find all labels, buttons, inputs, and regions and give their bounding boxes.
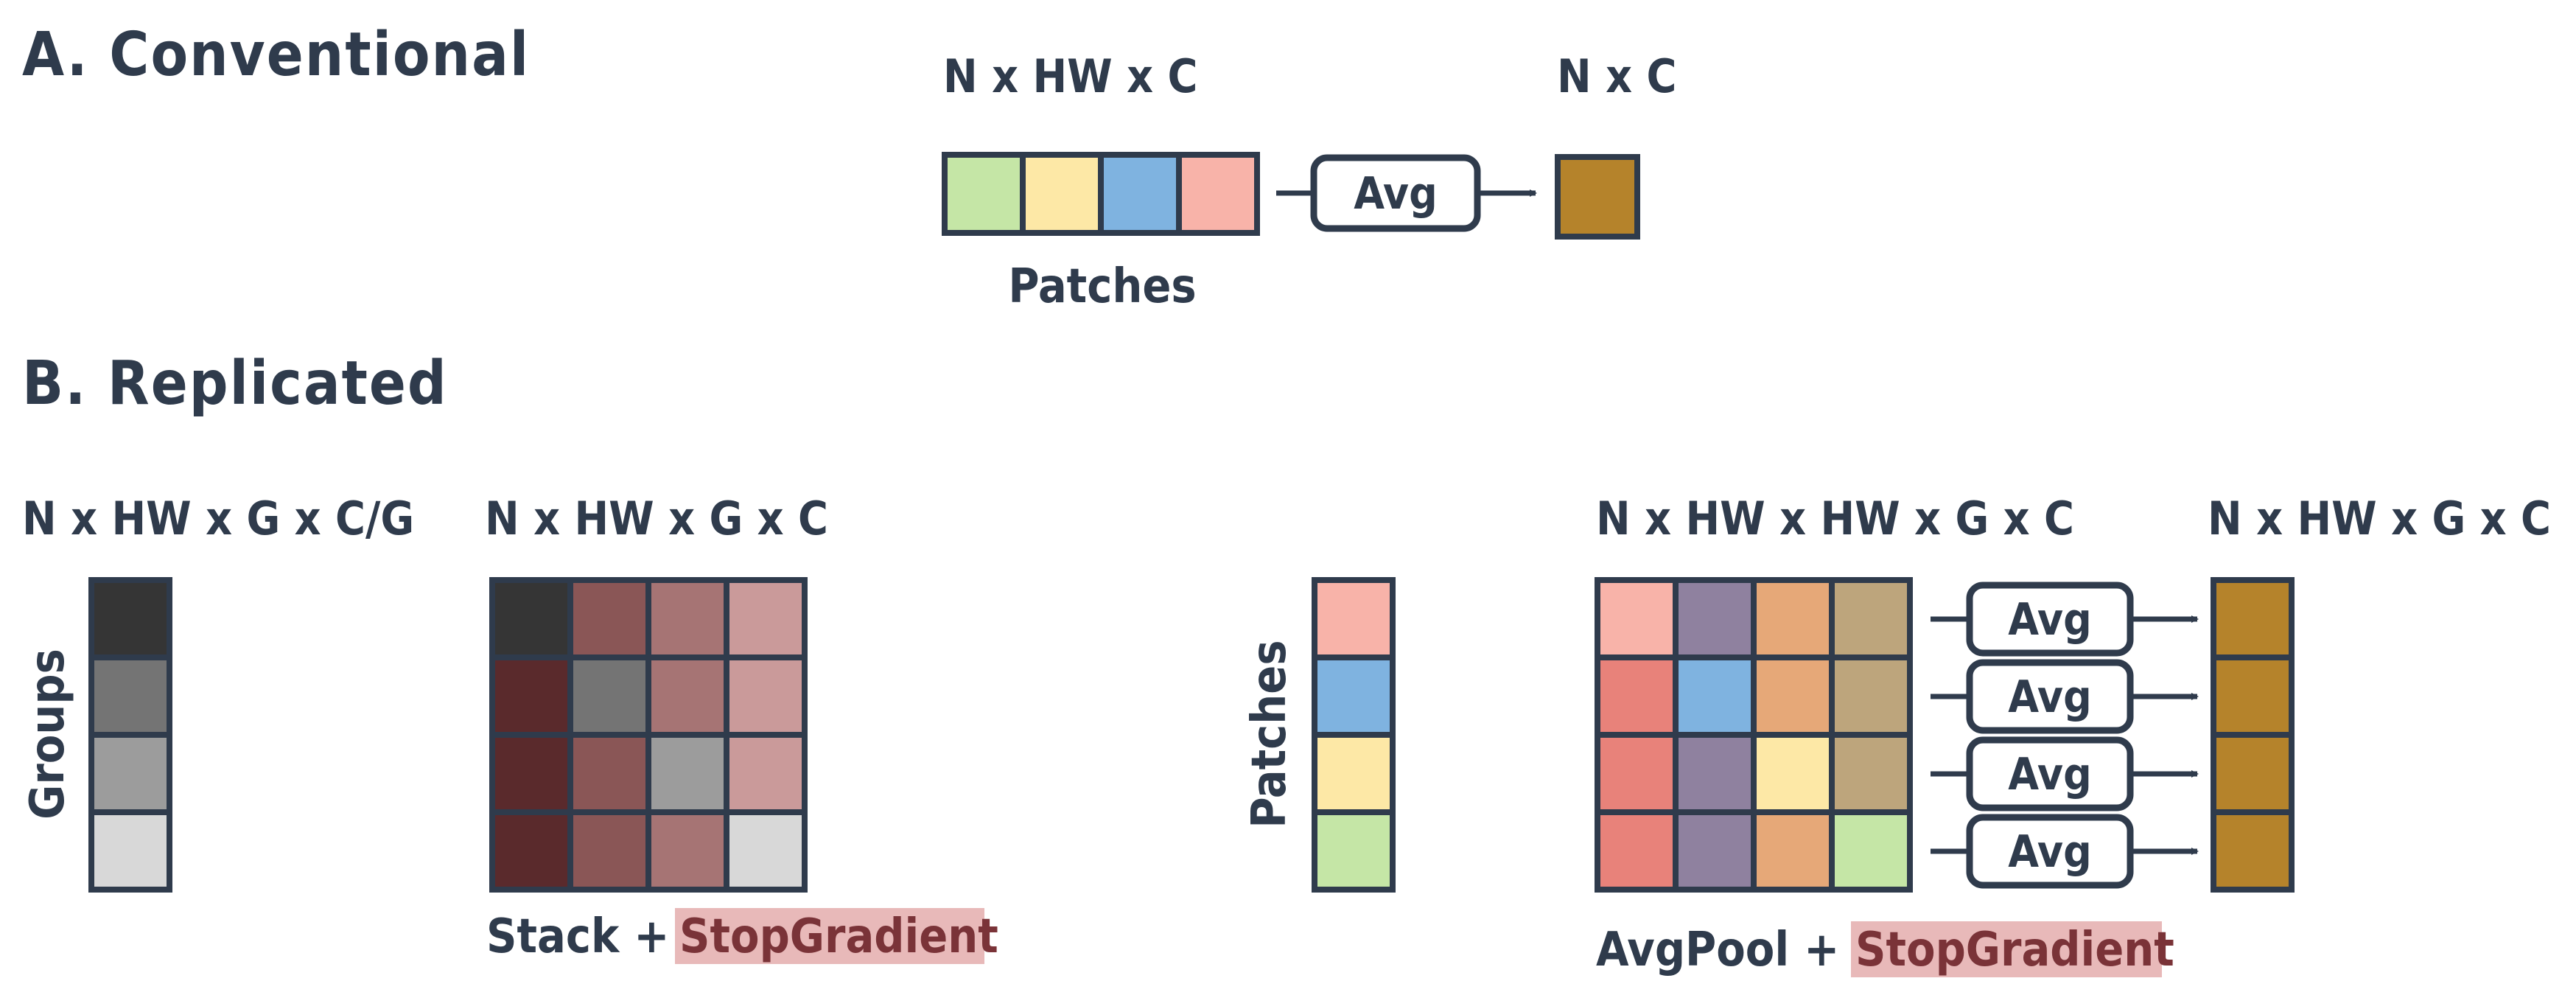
avgpool-cell [1751, 577, 1835, 660]
groups-cell [88, 809, 172, 893]
section-a-input-label: Patches [1008, 259, 1196, 314]
section-a-avg-label: Avg [1354, 168, 1437, 220]
avg-label: Avg [2008, 594, 2091, 646]
stack-cell [489, 732, 573, 815]
output-cell [2211, 809, 2295, 893]
avgpool-cell [1673, 809, 1757, 893]
avgpool-cell [1829, 809, 1913, 893]
avgpool-cell [1595, 732, 1679, 815]
stack-cell [724, 809, 808, 893]
avgpool-cell [1673, 732, 1757, 815]
stack-cell [567, 809, 651, 893]
patches-column [1312, 577, 1396, 893]
groups-axis-label: Groups [21, 649, 75, 820]
avgpool-cell [1829, 732, 1913, 815]
groups-cell [88, 732, 172, 815]
output-cell [2211, 654, 2295, 738]
output-column [2211, 577, 2295, 893]
avgpool-cell [1595, 577, 1679, 660]
groups-dims: N x HW x G x C/G [22, 492, 414, 545]
patches-cell [1312, 577, 1396, 660]
avgpool-caption-prefix: AvgPool + [1596, 923, 1839, 977]
section-a-patch-cell [1176, 152, 1260, 236]
section-a-patch-cell [942, 152, 1026, 236]
avgpool-cell [1673, 577, 1757, 660]
stack-cell [724, 577, 808, 660]
stack-dims: N x HW x G x C [485, 492, 828, 545]
stack-cell [489, 577, 573, 660]
avgpool-dims: N x HW x HW x G x C [1596, 492, 2074, 545]
section-b-title: B. Replicated [22, 349, 448, 419]
groups-cell [88, 577, 172, 660]
stack-cell [645, 577, 729, 660]
stack-cell [724, 654, 808, 738]
avgpool-cell [1595, 654, 1679, 738]
section-a-patch-cell [1020, 152, 1104, 236]
section-a-patch-cell [1098, 152, 1182, 236]
stack-caption-prefix: Stack + [486, 910, 670, 964]
output-cell [2211, 732, 2295, 815]
section-a-input-patches [942, 152, 1260, 236]
stack-cell [724, 732, 808, 815]
avg-label: Avg [2008, 671, 2091, 723]
avgpool-caption-highlight-bg [1851, 921, 2162, 977]
section-a-input-dims: N x HW x C [943, 49, 1197, 103]
avgpool-cell [1673, 654, 1757, 738]
avgpool-grid [1595, 577, 1913, 893]
stack-caption-highlight-bg [675, 908, 984, 964]
stack-caption-highlight: StopGradient [679, 910, 998, 964]
output-cell [2211, 577, 2295, 660]
stack-cell [645, 654, 729, 738]
section-a-title: A. Conventional [22, 20, 530, 90]
stack-cell [567, 577, 651, 660]
stack-grid [489, 577, 808, 893]
avg-label: Avg [2008, 749, 2091, 800]
patches-cell [1312, 732, 1396, 815]
section-a-output-dims: N x C [1557, 49, 1676, 103]
avgpool-cell [1595, 809, 1679, 893]
patches-axis-label: Patches [1242, 640, 1297, 828]
avg-label: Avg [2008, 826, 2091, 878]
avgpool-caption-highlight: StopGradient [1855, 923, 2174, 977]
avgpool-cell [1829, 654, 1913, 738]
section-a-output-cell [1555, 154, 1640, 240]
stack-cell [489, 654, 573, 738]
stack-cell [645, 732, 729, 815]
avgpool-cell [1751, 809, 1835, 893]
groups-column [88, 577, 172, 893]
stack-cell [489, 809, 573, 893]
patches-cell [1312, 654, 1396, 738]
avgpool-cell [1751, 732, 1835, 815]
stack-cell [567, 654, 651, 738]
avgpool-cell [1751, 654, 1835, 738]
groups-cell [88, 654, 172, 738]
output-dims: N x HW x G x C [2208, 492, 2551, 545]
avgpool-cell [1829, 577, 1913, 660]
patches-cell [1312, 809, 1396, 893]
stack-cell [567, 732, 651, 815]
stack-cell [645, 809, 729, 893]
